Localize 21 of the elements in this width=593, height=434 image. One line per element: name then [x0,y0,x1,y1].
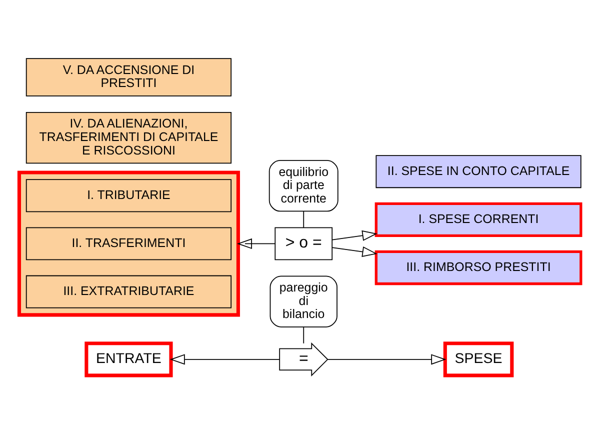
arrow [236,238,276,249]
node-box: pareggio di bilancio [270,276,338,328]
node-box: IV. DA ALIENAZIONI, TRASFERIMENTI DI CAPITALE E RISCOSSIONI [26,112,232,164]
node-box: I. TRIBUTARIE [26,179,232,212]
arrow [170,354,280,365]
node-box: II. TRASFERIMENTI [26,227,232,260]
node-box: V. DA ACCENSIONE DI PRESTITI [26,58,232,96]
node-box: equilibrio di parte corrente [268,160,338,212]
node-box: > o = [274,227,333,260]
arrow [332,230,378,241]
node-box: III. EXTRATRIBUTARIE [26,275,232,308]
arrow [327,354,446,365]
node-box: III. RIMBORSO PRESTITI [374,250,582,286]
cluster [17,170,240,317]
node-box: ENTRATE [84,342,173,378]
connector [303,326,304,344]
node-box: II. SPESE IN CONTO CAPITALE [376,155,582,188]
node-box: SPESE [443,342,514,378]
connector [303,210,304,228]
node-box: I. SPESE CORRENTI [374,202,582,238]
arrow [332,246,378,257]
